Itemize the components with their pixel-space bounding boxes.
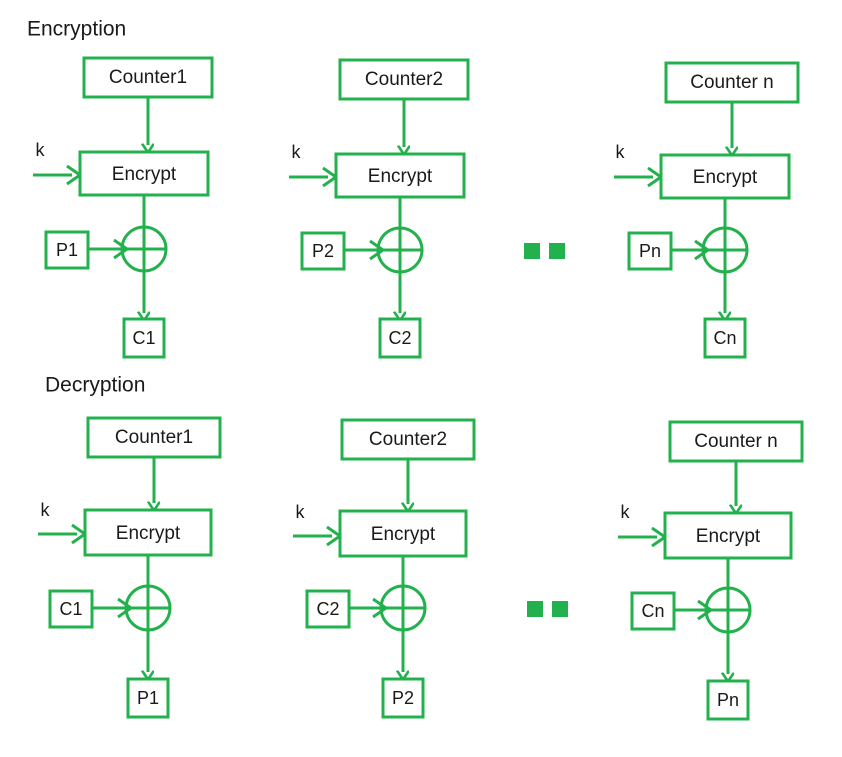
counter-box-label: Counter2 (369, 429, 447, 450)
key-label: k (616, 142, 626, 162)
input-arrowhead-icon (697, 599, 714, 621)
input-box[interactable] (48, 589, 94, 629)
counter-box-label: Counter1 (109, 67, 187, 88)
dec-col-2: Counter2 k Encrypt C2 P2 (293, 418, 476, 719)
input-box-label: P2 (312, 241, 334, 261)
encrypt-box-label: Encrypt (371, 524, 436, 545)
counter-box-label: Counter2 (365, 69, 443, 90)
dec-col-n: Counter n k Encrypt Cn Pn (618, 420, 804, 721)
input-arrowhead-icon (694, 239, 711, 261)
encrypt-box[interactable] (659, 153, 791, 200)
ellipsis-dots-decryption (527, 601, 568, 617)
input-box[interactable] (630, 591, 676, 631)
input-box[interactable] (305, 589, 351, 629)
ellipsis-dot-icon (549, 243, 565, 259)
input-arrowhead-icon (372, 597, 389, 619)
input-arrowhead-icon (113, 238, 130, 260)
encrypt-box-label: Encrypt (696, 526, 761, 547)
counter-box[interactable] (86, 416, 222, 459)
output-box[interactable] (378, 317, 422, 359)
encrypt-box-label: Encrypt (116, 523, 181, 544)
input-arrowhead-icon (369, 239, 386, 261)
input-box-label: C2 (316, 599, 339, 619)
section-title-encryption: Encryption (27, 18, 126, 41)
counter-box-label: Counter1 (115, 427, 193, 448)
input-box[interactable] (627, 231, 673, 271)
input-box-label: Pn (639, 241, 661, 261)
input-box-label: P1 (56, 240, 78, 260)
encrypt-box[interactable] (338, 509, 468, 558)
input-box[interactable] (300, 231, 346, 271)
ellipsis-dots-encryption (524, 243, 565, 259)
output-box-label: P1 (137, 688, 159, 708)
counter-box[interactable] (340, 418, 476, 461)
dec-col-1: Counter1 k Encrypt C1 P1 (38, 416, 222, 719)
ellipsis-dot-icon (552, 601, 568, 617)
key-label: k (296, 502, 306, 522)
key-label: k (36, 140, 46, 160)
input-box-label: C1 (59, 599, 82, 619)
enc-col-2: Counter2 k Encrypt P2 C2 (289, 58, 470, 359)
section-encryption: Encryption Counter1 k Encrypt (27, 18, 800, 359)
input-arrowhead-icon (117, 597, 134, 619)
encrypt-box-label: Encrypt (693, 167, 758, 188)
output-box-label: P2 (392, 688, 414, 708)
counter-box-label: Counter n (694, 431, 777, 452)
enc-col-n: Counter n k Encrypt Pn Cn (614, 61, 800, 359)
section-decryption: Decryption Counter1 k Encrypt C1 (38, 374, 804, 721)
enc-col-1: Counter1 k Encrypt P1 (33, 56, 214, 359)
encrypt-box[interactable] (663, 511, 793, 560)
encrypt-box[interactable] (78, 150, 210, 197)
counter-box[interactable] (338, 58, 470, 101)
output-box-label: C2 (388, 328, 411, 348)
output-box[interactable] (706, 679, 750, 721)
encrypt-box-label: Encrypt (112, 164, 177, 185)
counter-box-label: Counter n (690, 72, 773, 93)
key-label: k (41, 500, 51, 520)
encrypt-box-label: Encrypt (368, 166, 433, 187)
ellipsis-dot-icon (524, 243, 540, 259)
input-box-label: Cn (641, 601, 664, 621)
ellipsis-dot-icon (527, 601, 543, 617)
output-box-label: C1 (132, 328, 155, 348)
encrypt-box[interactable] (83, 508, 213, 557)
section-title-decryption: Decryption (45, 374, 145, 397)
key-label: k (621, 502, 631, 522)
output-box[interactable] (126, 677, 170, 719)
output-box[interactable] (122, 317, 166, 359)
output-box-label: Pn (717, 690, 739, 710)
output-box-label: Cn (713, 328, 736, 348)
output-box[interactable] (381, 677, 425, 719)
key-label: k (292, 142, 302, 162)
output-box[interactable] (703, 317, 747, 359)
